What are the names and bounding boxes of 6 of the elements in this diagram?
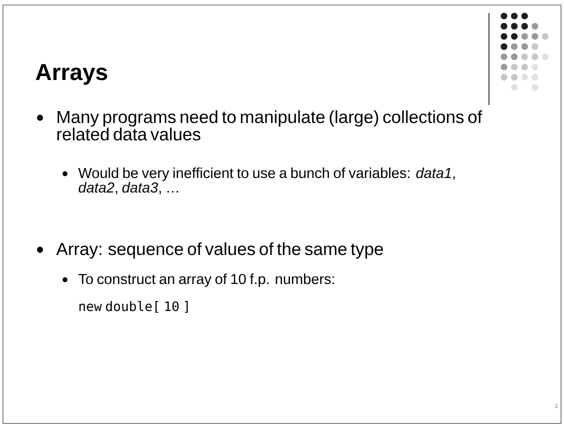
bullet-text: Would be very inefficient to use a bunch of variables: data1, data2, data3, … (78, 168, 455, 194)
bullet-text: Array: sequence of values of the same type (56, 242, 383, 259)
bullet-text: Many programs need to manipulate (large) collections of related data values (57, 110, 482, 140)
slide-title: Arrays (36, 64, 108, 85)
code-text: new double[ 10 ] (79, 300, 188, 313)
bullet-text: To construct an array of 10 f.p. numbers: (78, 274, 334, 287)
